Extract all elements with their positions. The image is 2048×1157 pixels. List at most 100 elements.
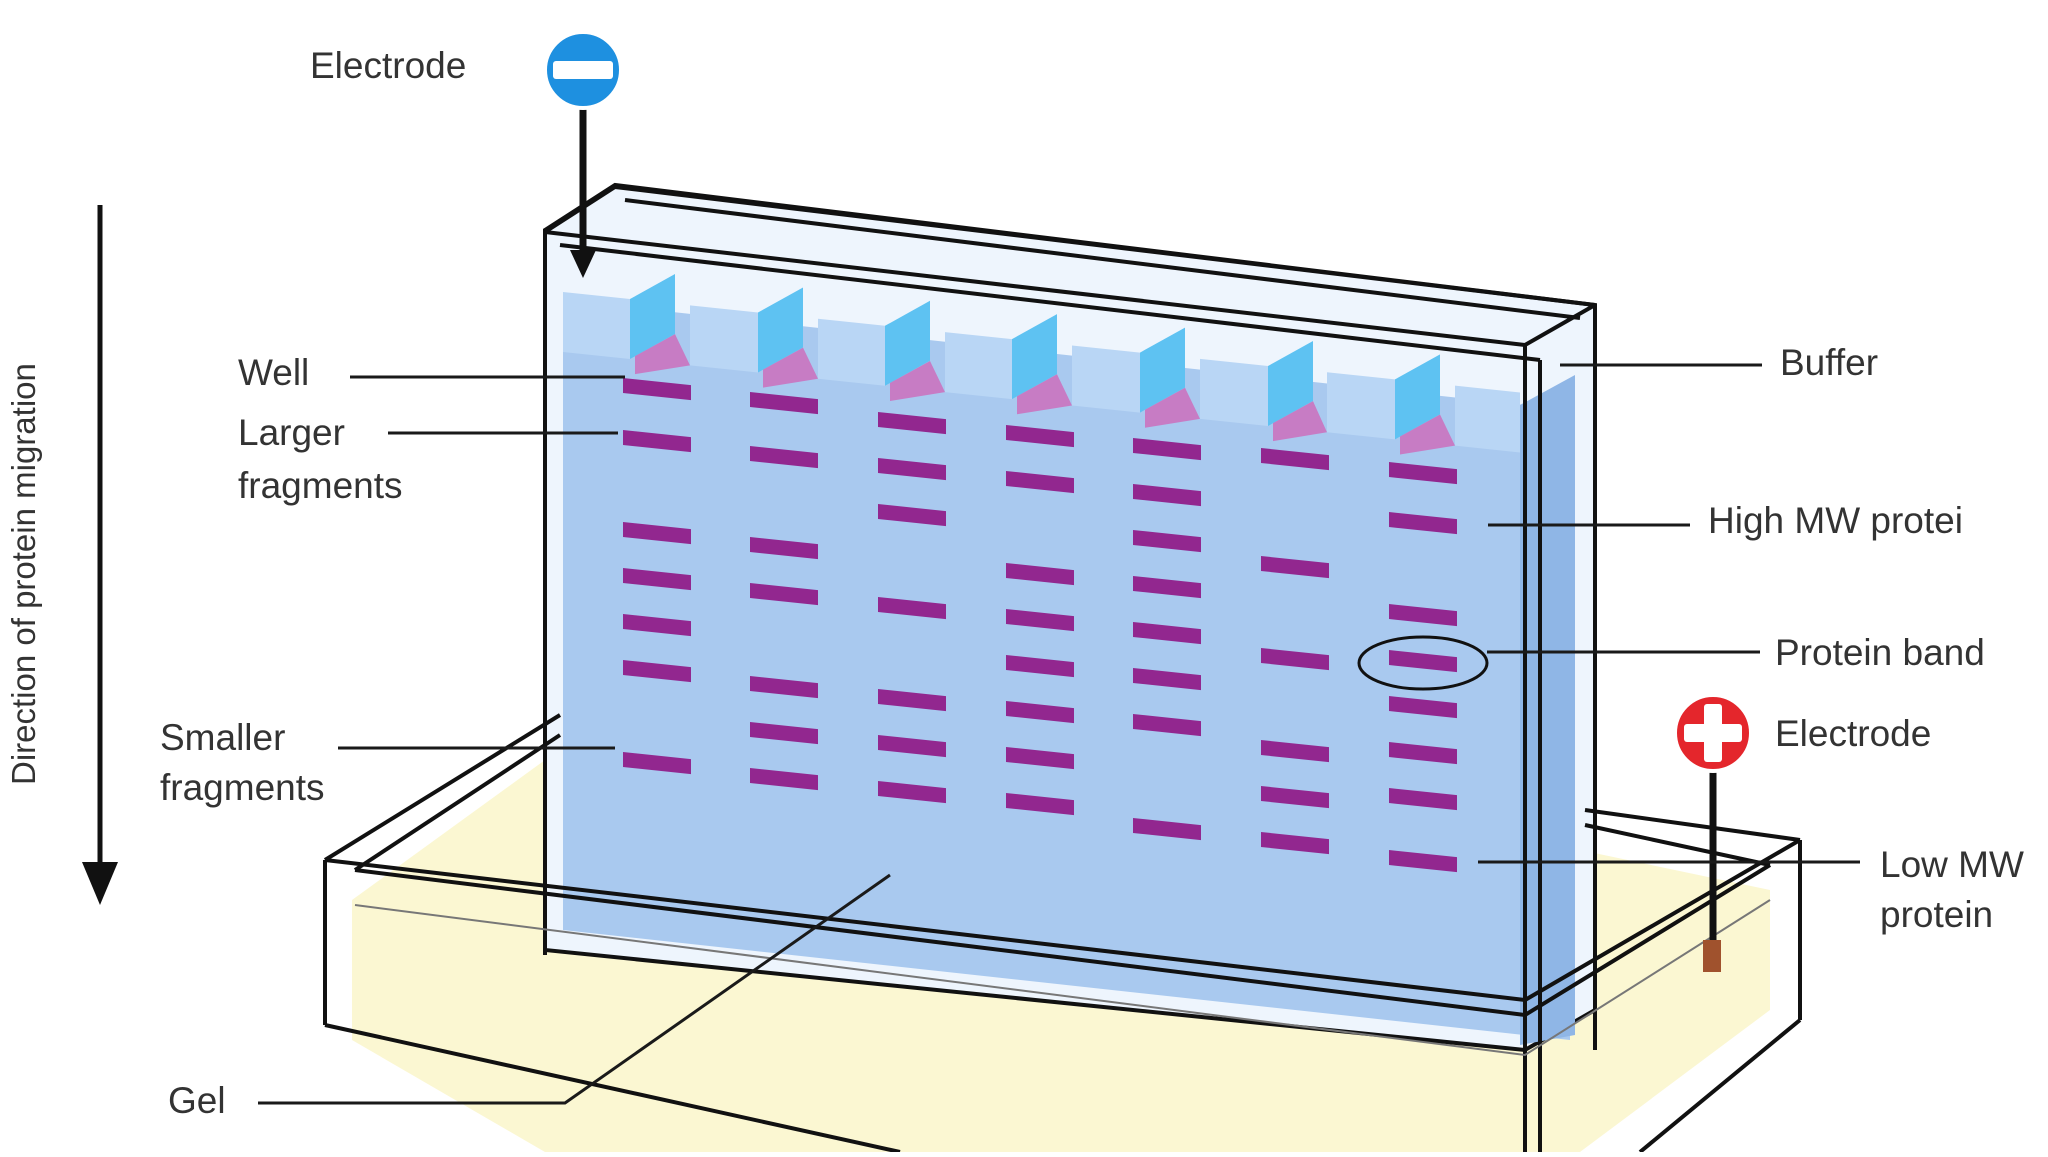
well-label: Well (238, 352, 309, 393)
tank-inner-rim-left (353, 733, 562, 872)
tank-buffer-line (354, 899, 1771, 1057)
tank-bottom (324, 1023, 901, 1154)
protein-band-label: Protein band (1775, 632, 1985, 673)
well-sample (1017, 374, 1072, 415)
protein-band (1006, 471, 1074, 494)
gel-side (1520, 375, 1575, 1045)
well-sample (890, 360, 945, 401)
protein-band (750, 768, 818, 791)
well-wall (1268, 341, 1313, 427)
low-mw-label-1: Low MW (1880, 844, 2024, 885)
protein-band (1261, 648, 1329, 671)
protein-band (1133, 668, 1201, 691)
cassette-right-corner (1524, 303, 1596, 347)
protein-band (750, 583, 818, 606)
well-wall (758, 287, 803, 373)
protein-band (1006, 747, 1074, 770)
protein-band (1261, 448, 1329, 471)
protein-band (1133, 484, 1201, 507)
protein-band (1133, 438, 1201, 461)
protein-band (878, 504, 946, 527)
well-sample (1400, 414, 1455, 455)
protein-band (1133, 530, 1201, 553)
direction-indicator: Direction of protein migration (5, 205, 118, 905)
protein-band (1006, 793, 1074, 816)
high-mw-label: High MW protei (1708, 500, 1963, 541)
larger-fragments-label-1: Larger (238, 412, 345, 453)
comb-tooth (1200, 358, 1268, 427)
protein-band (878, 689, 946, 712)
wells (563, 274, 1520, 455)
protein-band (1389, 788, 1457, 811)
protein-band (623, 614, 691, 637)
low-mw-label-2: protein (1880, 894, 1993, 935)
protein-band (1133, 714, 1201, 737)
protein-band (878, 781, 946, 804)
protein-band (878, 735, 946, 758)
negative-electrode: Electrode (310, 30, 623, 278)
well-wall (1012, 314, 1057, 400)
tank-top-back (323, 713, 562, 862)
protein-band (878, 412, 946, 435)
protein-band-highlight (1357, 635, 1489, 691)
protein-band (1133, 622, 1201, 645)
well-sample (1273, 401, 1327, 442)
protein-band (1006, 655, 1074, 678)
comb-tooth (1072, 345, 1140, 413)
protein-band (750, 537, 818, 560)
protein-band (623, 752, 691, 775)
protein-band (750, 446, 818, 469)
protein-band (1389, 742, 1457, 765)
protein-band (1133, 576, 1201, 599)
comb-tooth (690, 305, 758, 373)
well-wall (885, 300, 930, 386)
smaller-fragments-label-1: Smaller (160, 717, 285, 758)
larger-fragments-label-2: fragments (238, 465, 403, 506)
protein-band (1389, 850, 1457, 873)
protein-band (1389, 650, 1457, 673)
protein-band (1261, 786, 1329, 809)
minus-circle-icon (543, 30, 623, 110)
comb-tooth (1327, 372, 1395, 440)
gel-label: Gel (168, 1080, 226, 1121)
well-wall (1140, 327, 1185, 413)
protein-band (623, 568, 691, 591)
cassette-rim-back (614, 185, 1596, 307)
protein-band (1261, 556, 1329, 579)
cassette-rim-inner2 (624, 198, 1581, 320)
positive-electrode-tip (1703, 940, 1721, 972)
well-wall (630, 274, 675, 360)
protein-band (878, 597, 946, 620)
protein-band (750, 676, 818, 699)
protein-band (1006, 701, 1074, 724)
buffer-label: Buffer (1780, 342, 1878, 383)
tank-top-back-right (1584, 808, 1801, 842)
cassette-rim-front (544, 230, 1526, 347)
well-sample (1145, 387, 1200, 428)
protein-band (1261, 832, 1329, 855)
down-arrow-icon (82, 862, 118, 905)
protein-band (1389, 462, 1457, 485)
plus-circle-icon (1673, 693, 1753, 773)
protein-band (623, 522, 691, 545)
protein-band (623, 660, 691, 683)
negative-electrode-tip (570, 250, 596, 278)
protein-bands (623, 378, 1457, 873)
frames (323, 185, 1802, 1154)
negative-electrode-label: Electrode (310, 45, 466, 86)
smaller-fragments-label-2: fragments (160, 767, 325, 808)
protein-band (750, 392, 818, 415)
tank-top-front (324, 838, 1802, 1003)
protein-band (1006, 425, 1074, 448)
protein-band (1389, 696, 1457, 719)
left-annotations: Well Larger fragments Smaller fragments … (160, 352, 891, 1121)
direction-label: Direction of protein migration (5, 363, 42, 785)
protein-band (1389, 512, 1457, 535)
cassette-rim-inner (559, 243, 1541, 362)
protein-band (1006, 563, 1074, 586)
tank-inner-rim-right (1584, 823, 1771, 867)
protein-band (1006, 609, 1074, 632)
gel-leader (258, 873, 891, 1105)
